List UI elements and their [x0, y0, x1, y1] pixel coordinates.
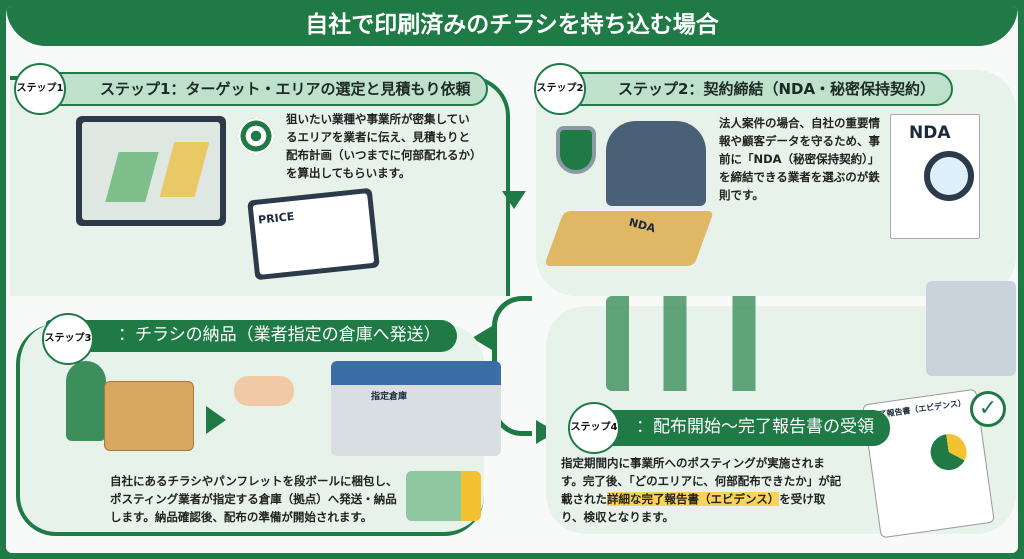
nda-doc-label: NDA	[909, 123, 951, 143]
handshake-business-illustration	[606, 121, 706, 206]
arrow-step1-to-step2	[502, 191, 526, 209]
step2-heading: ステップ2：契約締結（NDA・秘密保持契約）	[558, 72, 954, 106]
step1-description: 狙いたい業種や事業所が密集しているエリアを業者に伝え、見積もりと配布計画（いつま…	[286, 112, 476, 180]
delivery-truck-illustration	[406, 471, 481, 521]
step4-highlight: 詳細な完了報告書（エビデンス）	[607, 492, 780, 506]
step1-heading: ステップ1：ターゲット・エリアの選定と見積もり依頼	[40, 72, 489, 106]
step4-heading: ：配布開始〜完了報告書の受領	[576, 410, 890, 446]
table-nda-label: NDA	[627, 215, 657, 236]
step2-badge: ステップ2	[534, 63, 586, 115]
infographic: 自社で印刷済みのチラシを持ち込む場合 ステップ1：ターゲット・エリアの選定と見積…	[6, 6, 1018, 553]
step3-heading: ：チラシの納品（業者指定の倉庫へ発送）	[46, 320, 457, 352]
magnifier-icon	[924, 151, 974, 201]
target-icon	[238, 118, 274, 154]
step3-description: 自社にあるチラシやパンフレットを段ボールに梱包し、ポスティング業者が指定する倉庫…	[110, 474, 398, 524]
step4-text-after: を受け取り、検収となります。	[561, 492, 826, 524]
packing-worker-illustration	[66, 361, 106, 441]
price-tablet-illustration: PRICE	[247, 187, 380, 281]
step3-badge: ステップ3	[42, 313, 94, 365]
handshake-icon	[234, 376, 294, 406]
price-label: PRICE	[257, 209, 295, 227]
step1-badge: ステップ1	[14, 63, 66, 115]
page-title: 自社で印刷済みのチラシを持ち込む場合	[6, 6, 1018, 46]
warehouse-label: 指定倉庫	[371, 392, 408, 402]
step4-text-before: 指定期間内に事業所へのポスティングが実施されます。完了後、「どのエリアに、何部配…	[561, 456, 842, 506]
posting-staff-illustration	[606, 296, 836, 391]
warehouse-illustration: 指定倉庫	[331, 361, 501, 456]
step4-description: 指定期間内に事業所へのポスティングが実施されます。完了後、「どのエリアに、何部配…	[561, 454, 846, 526]
step2-description: 法人案件の場合、自社の重要情報や顧客データを守るため、事前に「NDA（秘密保持契…	[719, 116, 880, 202]
contract-table-illustration: NDA	[543, 211, 715, 266]
map-monitor-illustration	[76, 116, 226, 226]
checkmark-icon: ✓	[970, 391, 1006, 427]
cardboard-boxes-illustration	[104, 381, 194, 451]
shield-icon	[556, 126, 596, 174]
step4-badge: ステップ4	[568, 402, 620, 454]
office-buildings-illustration	[926, 281, 1016, 376]
arrow-right-icon	[206, 406, 226, 434]
